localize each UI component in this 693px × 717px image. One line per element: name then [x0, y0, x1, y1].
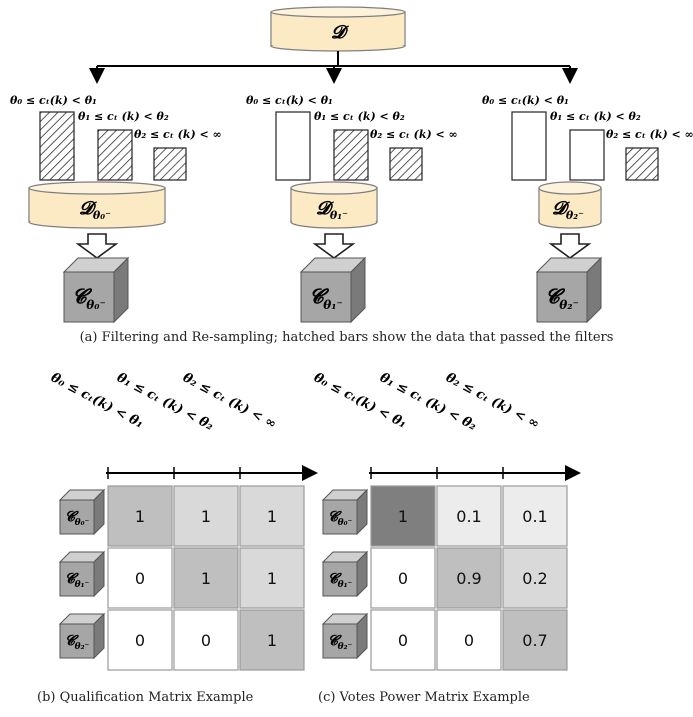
- matrix-cell: [107, 547, 173, 609]
- filter-range-label: θ₂ ≤ cₜ (k) < ∞: [370, 128, 458, 141]
- matrix-cell: [239, 547, 305, 609]
- matrix-cell-value: 0.2: [522, 569, 547, 588]
- database-top: [538, 181, 602, 195]
- filtered-database: 𝓓θ₂⁻: [538, 181, 602, 229]
- cube-front-face: [59, 623, 95, 659]
- filter-range-label: θ₂ ≤ cₜ (k) < ∞: [606, 128, 693, 141]
- matrix-cell: [370, 485, 436, 547]
- matrix-cell-value: 0: [201, 631, 211, 650]
- filtered-database-label: 𝓓θ₂⁻: [552, 198, 584, 222]
- matrix-cell: [502, 547, 568, 609]
- passed-data-bar: [625, 147, 659, 181]
- matrix-cell-value: 1: [201, 569, 211, 588]
- matrix-cell-value: 1: [267, 507, 277, 526]
- filter-range-label: θ₀ ≤ cₜ(k) < θ₁: [482, 94, 569, 107]
- matrix-cell: [107, 485, 173, 547]
- matrix-cell-value: 1: [398, 507, 408, 526]
- panel-b-caption: (b) Qualification Matrix Example: [37, 690, 254, 705]
- matrix-cell: [502, 485, 568, 547]
- filter-range-label: θ₀ ≤ cₜ(k) < θ₁: [10, 94, 97, 107]
- filtered-database-label: 𝓓θ₀⁻: [79, 198, 111, 222]
- filter-branch: θ₀ ≤ cₜ(k) < θ₁ θ₁ ≤ cₜ (k) < θ₂ θ₂ ≤ cₜ (…: [10, 94, 222, 324]
- matrix-cell-value: 1: [135, 507, 145, 526]
- top-database-label: 𝓓: [331, 22, 349, 43]
- cube-front-face: [536, 271, 588, 323]
- cube-front-face: [63, 271, 115, 323]
- cube-front-face: [59, 561, 95, 597]
- matrix-cell-value: 0.7: [522, 631, 547, 650]
- classifier-cube: 𝓒θ₁⁻: [299, 256, 367, 324]
- row-classifier-cube: 𝓒θ₁⁻: [58, 550, 106, 598]
- matrix-cell-value: 0: [464, 631, 474, 650]
- matrix-cell: [436, 485, 502, 547]
- matrix-cell: [173, 485, 239, 547]
- matrix-cell: [173, 547, 239, 609]
- filter-range-label: θ₂ ≤ cₜ (k) < ∞: [134, 128, 222, 141]
- filtered-database: 𝓓θ₁⁻: [290, 181, 378, 229]
- filtered-out-bar: [275, 111, 311, 181]
- matrix-cell: [107, 609, 173, 671]
- panel-a-caption: (a) Filtering and Re-sampling; hatched b…: [79, 330, 614, 345]
- matrix-cell: [502, 609, 568, 671]
- row-classifier-cube: 𝓒θ₂⁻: [58, 612, 106, 660]
- cube-front-face: [59, 499, 95, 535]
- passed-data-bar: [153, 147, 187, 181]
- matrix-cell-value: 0.1: [456, 507, 481, 526]
- top-database: 𝓓: [270, 6, 406, 52]
- row-classifier-cube: 𝓒θ₀⁻: [58, 488, 106, 536]
- filter-branch: θ₀ ≤ cₜ(k) < θ₁ θ₁ ≤ cₜ (k) < θ₂ θ₂ ≤ cₜ (…: [482, 94, 693, 324]
- cube-front-face: [300, 271, 352, 323]
- matrix-cell: [239, 485, 305, 547]
- cube-front-face: [322, 561, 358, 597]
- matrix-cell-value: 1: [267, 631, 277, 650]
- matrix-cell: [370, 547, 436, 609]
- classifier-cube: 𝓒θ₀⁻: [62, 256, 130, 324]
- matrix-cell: [239, 609, 305, 671]
- matrix-cell: [173, 609, 239, 671]
- matrix-cell-value: 0: [398, 569, 408, 588]
- passed-data-bar: [389, 147, 423, 181]
- passed-data-bar: [39, 111, 75, 181]
- down-arrow-icon: [312, 233, 356, 259]
- filtered-out-bar: [511, 111, 547, 181]
- down-arrow-icon: [548, 233, 592, 259]
- classifier-cube: 𝓒θ₂⁻: [535, 256, 603, 324]
- passed-data-bar: [97, 129, 133, 181]
- filtered-database: 𝓓θ₀⁻: [28, 181, 166, 229]
- filter-range-label: θ₀ ≤ cₜ(k) < θ₁: [246, 94, 333, 107]
- matrix-cell-value: 1: [201, 507, 211, 526]
- filter-branch: θ₀ ≤ cₜ(k) < θ₁ θ₁ ≤ cₜ (k) < θ₂ θ₂ ≤ cₜ (…: [246, 94, 458, 324]
- row-classifier-cube: 𝓒θ₀⁻: [321, 488, 369, 536]
- passed-data-bar: [333, 129, 369, 181]
- filter-range-label: θ₁ ≤ cₜ (k) < θ₂: [314, 110, 405, 123]
- matrix-cell-value: 0: [398, 631, 408, 650]
- matrix-cell: [370, 609, 436, 671]
- filter-range-label: θ₁ ≤ cₜ (k) < θ₂: [78, 110, 169, 123]
- matrix-cell-value: 0.1: [522, 507, 547, 526]
- matrix-cell: [436, 547, 502, 609]
- matrix-cell: [436, 609, 502, 671]
- filter-range-label: θ₁ ≤ cₜ (k) < θ₂: [550, 110, 641, 123]
- row-classifier-cube: 𝓒θ₂⁻: [321, 612, 369, 660]
- database-top: [290, 181, 378, 195]
- filter-branches: θ₀ ≤ cₜ(k) < θ₁ θ₁ ≤ cₜ (k) < θ₂ θ₂ ≤ cₜ (…: [10, 94, 693, 324]
- matrix-cell-value: 1: [267, 569, 277, 588]
- cube-front-face: [322, 623, 358, 659]
- matrix-cell-value: 0.9: [456, 569, 481, 588]
- panel-c-caption: (c) Votes Power Matrix Example: [318, 690, 530, 705]
- filtered-out-bar: [569, 129, 605, 181]
- matrix-cell-value: 0: [135, 569, 145, 588]
- cube-front-face: [322, 499, 358, 535]
- row-classifier-cube: 𝓒θ₁⁻: [321, 550, 369, 598]
- down-arrow-icon: [75, 233, 119, 259]
- matrix-cell-value: 0: [135, 631, 145, 650]
- database-top: [28, 181, 166, 195]
- filtered-database-label: 𝓓θ₁⁻: [316, 198, 348, 222]
- tree-connector: [89, 51, 578, 84]
- panel-a: 𝓓 θ₀ ≤ cₜ(k) < θ₁ θ₁ ≤ cₜ (k) < θ₂ θ₂ ≤ cₜ…: [10, 6, 693, 345]
